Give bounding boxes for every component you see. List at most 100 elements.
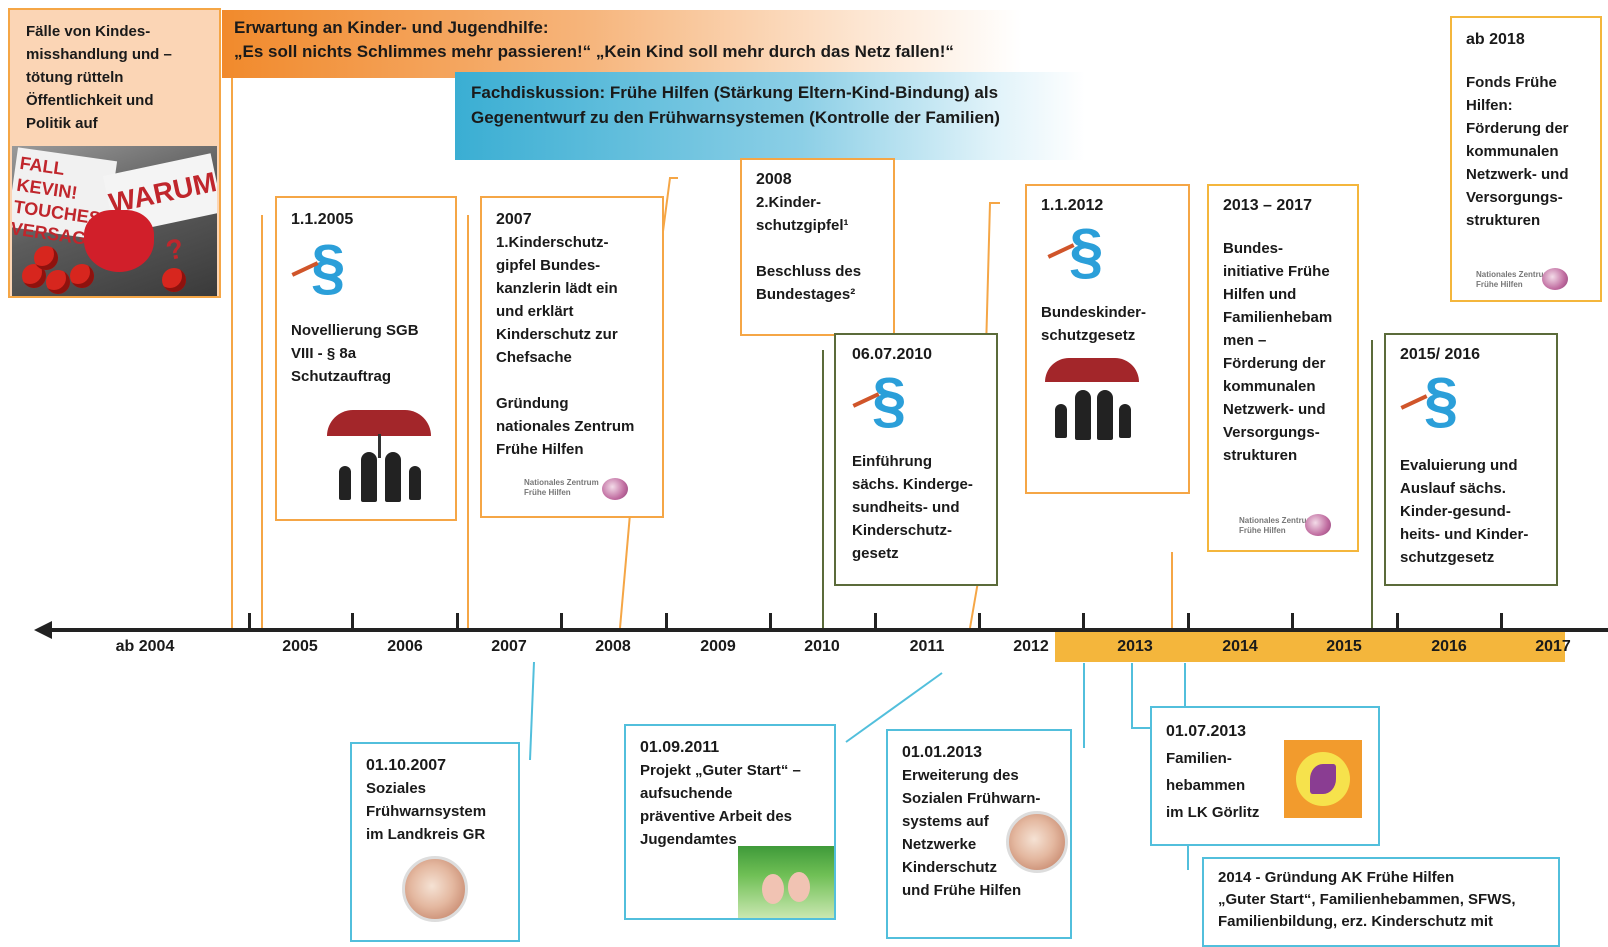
- year-label: 2012: [1013, 638, 1049, 655]
- expectation-banner: Erwartung an Kinder- und Jugendhilfe: „E…: [222, 10, 1022, 78]
- event-date: 1.1.2005: [291, 211, 354, 228]
- year-label: 2006: [387, 638, 423, 655]
- apple: [162, 268, 186, 292]
- familienhebammen-logo: [1284, 740, 1362, 818]
- event-date: 2015/ 2016: [1400, 346, 1481, 363]
- hands-icon: [1006, 811, 1068, 873]
- year-label: 2014: [1222, 638, 1258, 655]
- event-text: Projekt „Guter Start“ – aufsuchende präv…: [640, 762, 801, 848]
- event-date: 1.1.2012: [1041, 197, 1104, 214]
- teddy-heart: [84, 210, 154, 272]
- nzfh-logo-icon: [602, 478, 628, 500]
- timeline-axis: [48, 628, 1608, 632]
- event-box-2007: 2007 1.Kinderschutz- gipfel Bundes- kanz…: [480, 196, 664, 518]
- event-date: 01.07.2013: [1166, 723, 1247, 740]
- nzfh-logo-icon: [1305, 514, 1331, 536]
- event-text: Bundes- initiative Frühe Hilfen und Fami…: [1223, 240, 1333, 464]
- nzfh-logo-text: Nationales Zentrum Frühe Hilfen: [1476, 270, 1551, 289]
- event-date: 01.09.2011: [640, 739, 720, 756]
- event-text: Fonds Frühe Hilfen: Förderung der kommun…: [1466, 74, 1569, 229]
- year-label: 2015: [1326, 638, 1362, 655]
- discussion-line2: Gegenentwurf zu den Frühwarnsystemen (Ko…: [471, 108, 1000, 127]
- year-label: 2016: [1431, 638, 1467, 655]
- year-label: 2007: [491, 638, 527, 655]
- paragraph-icon: §: [311, 233, 346, 302]
- spacer: [1466, 51, 1586, 71]
- event-text: Novellierung SGB VIII - § 8a Schutzauftr…: [291, 322, 419, 385]
- event-box-2013-familienhebammen: 01.07.2013 Familien- hebammen im LK Görl…: [1150, 706, 1380, 846]
- event-box-2018: ab 2018 Fonds Frühe Hilfen: Förderung de…: [1450, 16, 1602, 302]
- timeline-tick: [1187, 613, 1190, 631]
- paragraph-icon: §: [1424, 366, 1459, 435]
- intro-text: Fälle von Kindes- misshandlung und – töt…: [26, 23, 172, 132]
- protest-photo: FALL KEVIN! TOUCHES VERSAGEN WARUM ?: [12, 146, 217, 296]
- event-date: 2013 – 2017: [1223, 197, 1312, 214]
- timeline-tick: [1500, 613, 1503, 631]
- event-date: 06.07.2010: [852, 346, 933, 363]
- event-text: Erweiterung des Sozialen Frühwarn- syste…: [902, 767, 1041, 899]
- event-box-2010: 06.07.2010 § Einführung sächs. Kinderge-…: [834, 333, 998, 586]
- hands-icon: [402, 856, 468, 922]
- nzfh-logo-text: Nationales Zentrum Frühe Hilfen: [524, 478, 599, 497]
- event-text: Familien- hebammen im LK Görlitz: [1166, 750, 1260, 821]
- timeline-tick: [978, 613, 981, 631]
- event-date: 01.01.2013: [902, 744, 983, 761]
- event-date: 01.10.2007: [366, 757, 447, 774]
- paragraph-icon: §: [1069, 217, 1104, 286]
- baby-feet-image: [738, 846, 834, 918]
- timeline-tick: [560, 613, 563, 631]
- event-date: 2008: [756, 171, 792, 188]
- arrow-left-icon: [34, 621, 52, 639]
- year-label: ab 2004: [115, 638, 175, 655]
- year-label: 2005: [282, 638, 318, 655]
- event-box-2008: 2008 2.Kinder- schutzgipfel¹ Beschluss d…: [740, 158, 895, 336]
- year-label: 2017: [1535, 638, 1571, 655]
- year-label: 2009: [700, 638, 736, 655]
- intro-box: Fälle von Kindes- misshandlung und – töt…: [8, 8, 221, 298]
- spacer: [1223, 217, 1343, 237]
- timeline-tick: [248, 613, 251, 631]
- discussion-banner: Fachdiskussion: Frühe Hilfen (Stärkung E…: [455, 72, 1085, 160]
- year-label: 2013: [1117, 638, 1153, 655]
- nzfh-logo-icon: [1542, 268, 1568, 290]
- expectation-quote: „Es soll nichts Schlimmes mehr passieren…: [234, 42, 954, 61]
- law-icon-wrap: §: [291, 231, 441, 319]
- event-text: 2.Kinder- schutzgipfel¹ Beschluss des Bu…: [756, 194, 862, 303]
- timeline-tick: [1396, 613, 1399, 631]
- event-box-2013-erweiterung: 01.01.2013 Erweiterung des Sozialen Früh…: [886, 729, 1072, 939]
- year-label: 2011: [909, 638, 945, 655]
- event-text: Einführung sächs. Kinderge- sundheits- u…: [852, 453, 973, 562]
- event-text: Bundeskinder- schutzgesetz: [1041, 304, 1147, 344]
- event-date: 2007: [496, 211, 532, 228]
- event-box-2007-frühwarnsystem: 01.10.2007 Soziales Frühwarnsystem im La…: [350, 742, 520, 942]
- event-text: Evaluierung und Auslauf sächs. Kinder-ge…: [1400, 457, 1529, 566]
- event-box-2012: 1.1.2012 § Bundeskinder- schutzgesetz: [1025, 184, 1190, 494]
- timeline-tick: [351, 613, 354, 631]
- expectation-title: Erwartung an Kinder- und Jugendhilfe:: [234, 18, 549, 37]
- event-box-2013-2017: 2013 – 2017 Bundes- initiative Frühe Hil…: [1207, 184, 1359, 552]
- apple: [70, 264, 94, 288]
- event-box-2015-2016: 2015/ 2016 § Evaluierung und Auslauf säc…: [1384, 333, 1558, 586]
- year-label: 2010: [804, 638, 840, 655]
- law-icon-wrap: §: [1400, 366, 1542, 454]
- event-box-2011-guter-start: 01.09.2011 Projekt „Guter Start“ – aufsu…: [624, 724, 836, 920]
- paragraph-icon: §: [872, 366, 907, 435]
- event-text: 2014 - Gründung AK Frühe Hilfen „Guter S…: [1218, 869, 1516, 930]
- event-text: Soziales Frühwarnsystem im Landkreis GR: [366, 780, 487, 843]
- event-date: ab 2018: [1466, 31, 1525, 48]
- apple: [34, 246, 58, 270]
- event-box-2014-ak-fruehe-hilfen: 2014 - Gründung AK Frühe Hilfen „Guter S…: [1202, 857, 1560, 947]
- event-box-2005: 1.1.2005 § Novellierung SGB VIII - § 8a …: [275, 196, 457, 521]
- discussion-line1: Fachdiskussion: Frühe Hilfen (Stärkung E…: [471, 83, 999, 102]
- law-icon-wrap: §: [852, 366, 980, 450]
- timeline-tick: [1082, 613, 1085, 631]
- umbrella-family-icon: [1045, 358, 1141, 452]
- timeline-tick: [1291, 613, 1294, 631]
- event-text: 1.Kinderschutz- gipfel Bundes- kanzlerin…: [496, 234, 635, 458]
- law-icon-wrap: §: [1041, 217, 1174, 301]
- highlight-band-2013-2017: [1055, 632, 1565, 662]
- nzfh-logo-text: Nationales Zentrum Frühe Hilfen: [1239, 516, 1314, 535]
- umbrella-family-icon: [327, 410, 433, 510]
- timeline-tick: [665, 613, 668, 631]
- timeline-tick: [456, 613, 459, 631]
